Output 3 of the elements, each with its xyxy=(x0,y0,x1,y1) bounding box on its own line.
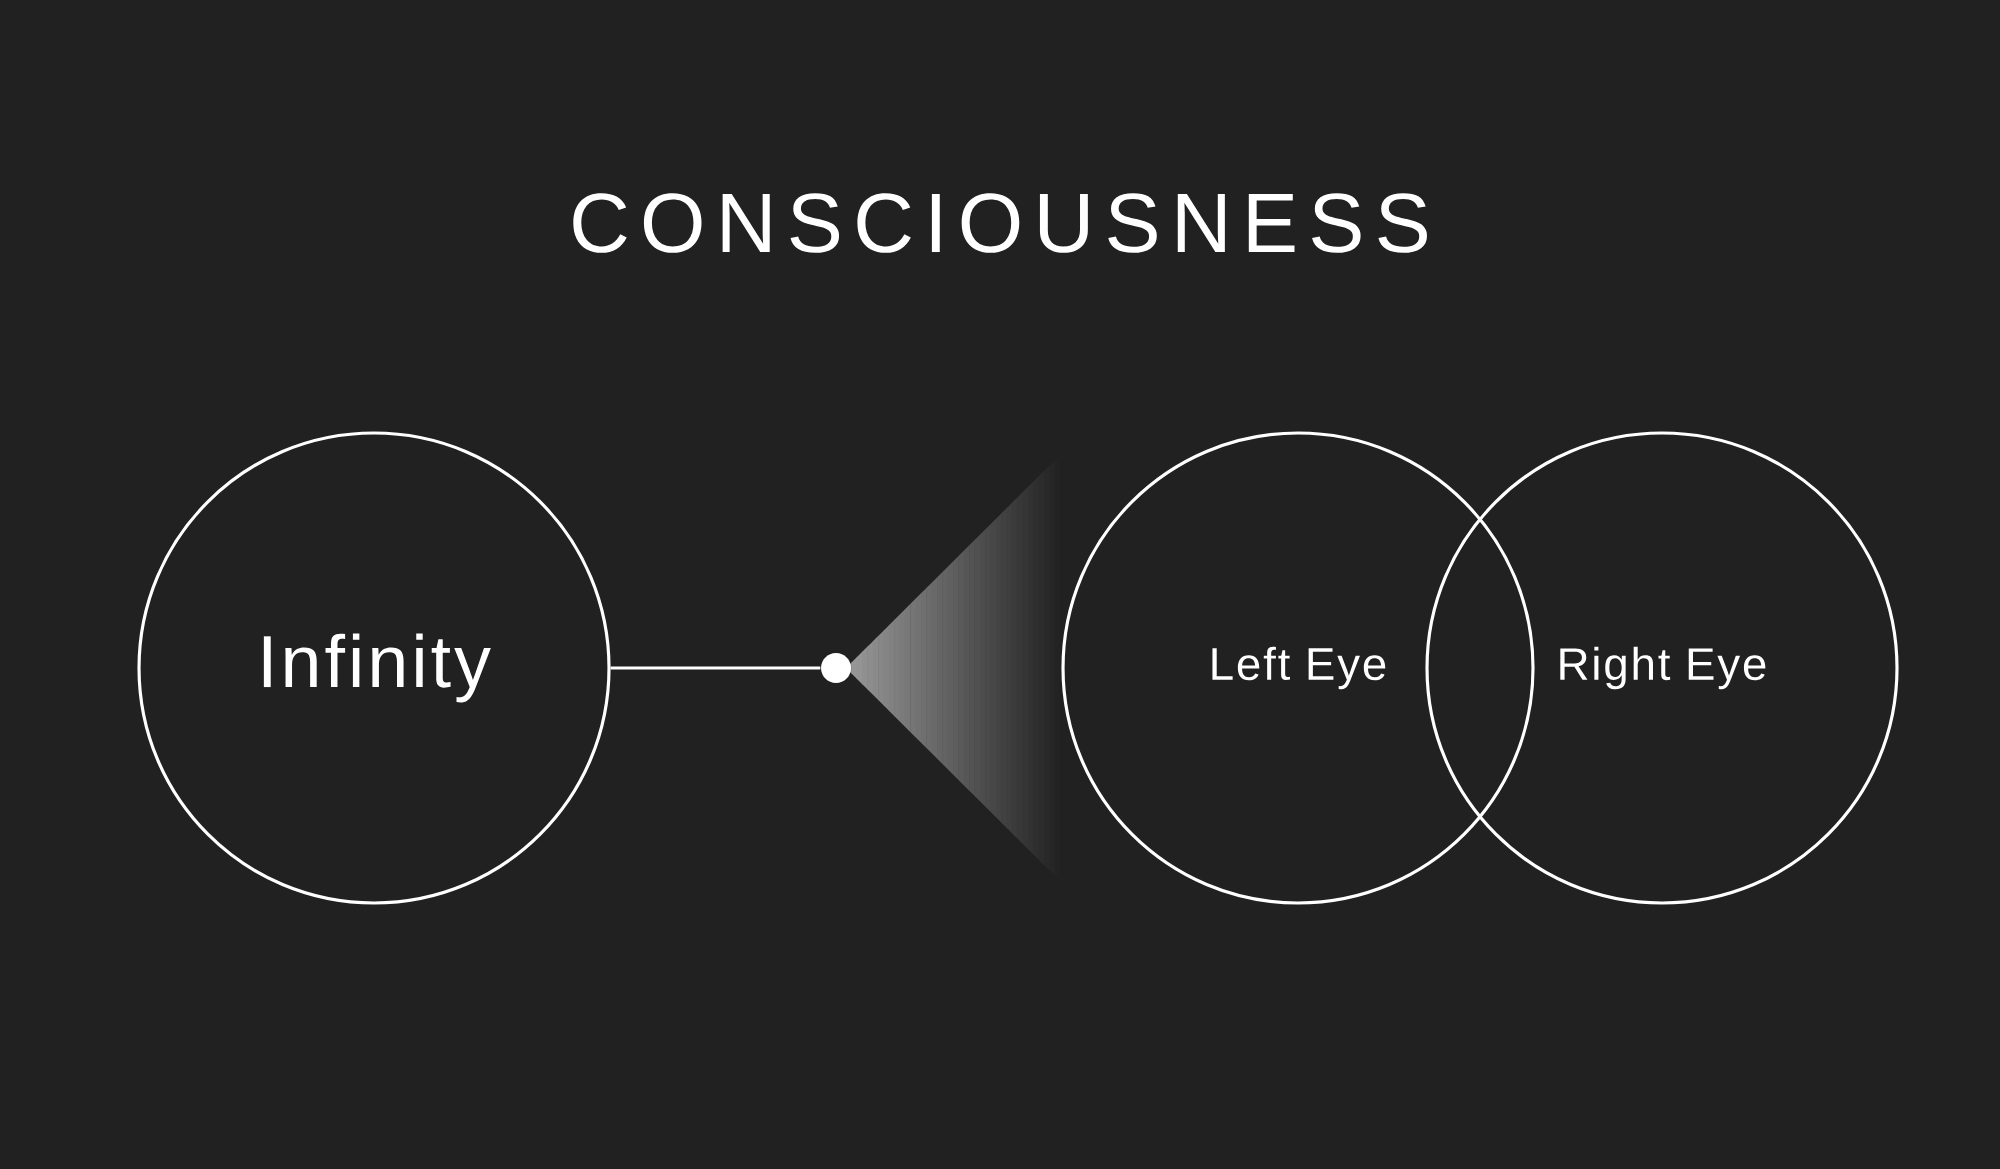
connector-line xyxy=(610,666,821,670)
title: CONSCIOUSNESS xyxy=(573,193,1427,253)
dot xyxy=(821,653,851,683)
